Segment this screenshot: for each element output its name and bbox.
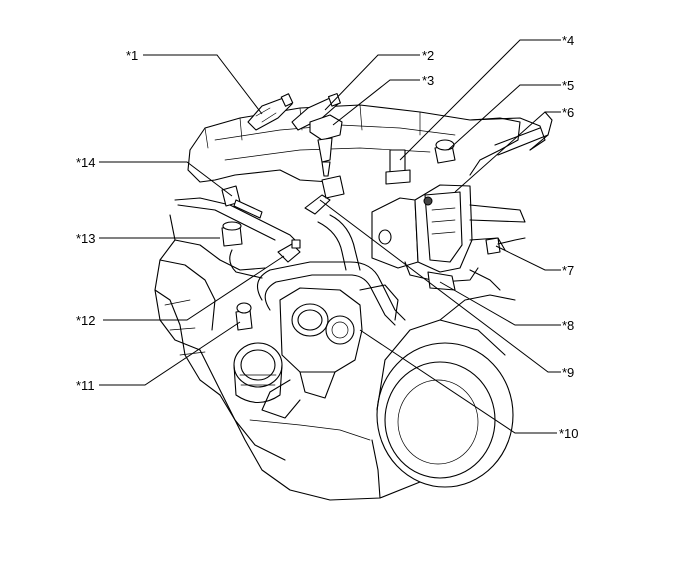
callout-3: *3 — [422, 73, 434, 88]
part-3 — [309, 114, 343, 177]
leader-1 — [143, 54, 263, 115]
part-12 — [277, 239, 301, 263]
callout-9: *9 — [562, 365, 574, 380]
part-9 — [304, 175, 345, 215]
part-11 — [235, 302, 253, 331]
leader-8 — [439, 281, 561, 326]
leader-9 — [319, 199, 561, 373]
part-5 — [434, 139, 456, 164]
part-1 — [247, 93, 294, 131]
leader-7 — [495, 245, 561, 271]
callout-5: *5 — [562, 78, 574, 93]
engine-illustration — [154, 104, 553, 501]
callout-11: *11 — [76, 378, 95, 393]
leader-10 — [359, 329, 557, 434]
leader-14 — [99, 161, 233, 197]
callout-1: *1 — [126, 48, 138, 63]
callout-4: *4 — [562, 33, 574, 48]
part-14 — [221, 185, 263, 219]
part-4 — [385, 149, 411, 185]
callout-6: *6 — [562, 105, 574, 120]
callout-7: *7 — [562, 263, 574, 278]
leader-3 — [332, 79, 420, 126]
callout-14: *14 — [76, 155, 96, 170]
callout-13: *13 — [76, 231, 96, 246]
leader-5 — [447, 84, 561, 151]
part-7 — [485, 237, 526, 255]
leader-4 — [399, 39, 561, 161]
leader-11 — [99, 321, 241, 386]
component-parts — [221, 93, 526, 331]
leader-12 — [103, 255, 285, 321]
callout-labels: *1 *2 *3 *4 *5 *6 *7 *8 *9 *10 *11 *12 *… — [76, 33, 579, 441]
callout-2: *2 — [422, 48, 434, 63]
leader-6 — [454, 111, 561, 193]
leader-2 — [324, 54, 420, 111]
part-13 — [221, 221, 243, 247]
leader-lines — [99, 39, 561, 434]
callout-12: *12 — [76, 313, 96, 328]
callout-8: *8 — [562, 318, 574, 333]
callout-10: *10 — [559, 426, 579, 441]
